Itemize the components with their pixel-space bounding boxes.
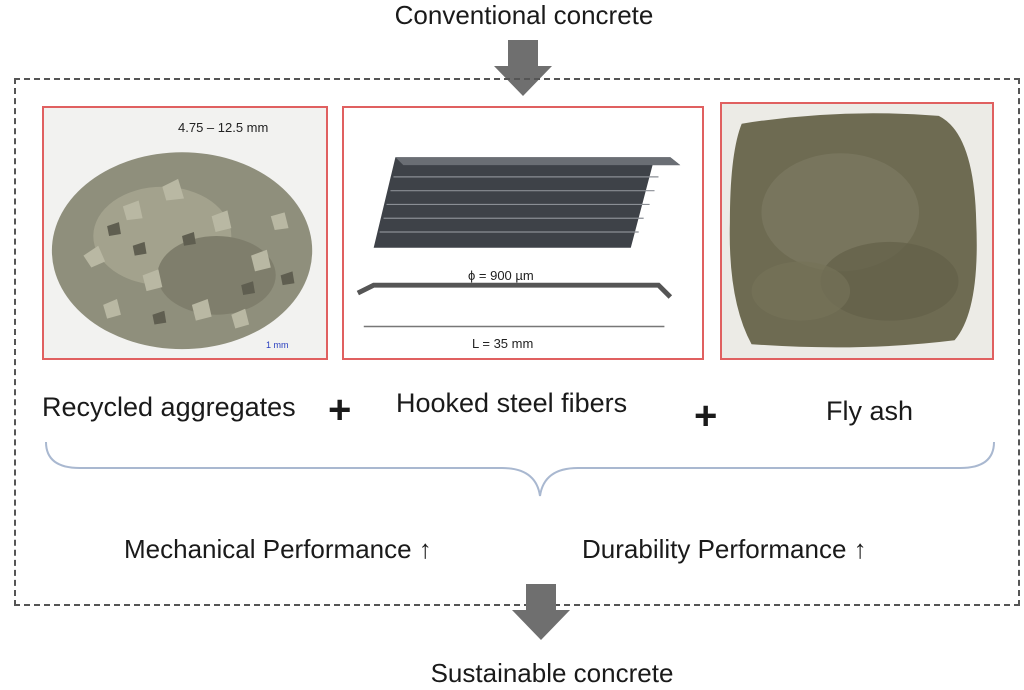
- plus-sign-1: +: [328, 388, 352, 432]
- grouping-brace: [45, 441, 995, 497]
- plus-sign-2: +: [694, 394, 718, 438]
- fly-ash-photo: [720, 102, 994, 360]
- label-fly-ash: Fly ash: [826, 396, 914, 426]
- fiber-length-caption: L = 35 mm: [472, 336, 534, 351]
- fiber-diameter-caption: ϕ = 900 µm: [468, 268, 534, 283]
- label-hooked-steel-fibers: Hooked steel fibers: [396, 388, 628, 418]
- hooked-steel-fibers-photo: ϕ = 900 µm L = 35 mm: [342, 106, 704, 360]
- top-title: Conventional concrete: [394, 0, 654, 30]
- process-container: [14, 78, 1020, 606]
- down-arrow-icon-top: [494, 40, 552, 96]
- label-recycled-aggregates: Recycled aggregates: [42, 392, 296, 422]
- durability-performance: Durability Performance ↑: [582, 534, 867, 564]
- aggregate-scale-caption: 1 mm: [266, 340, 289, 350]
- recycled-aggregates-photo: 4.75 – 12.5 mm 1 mm: [42, 106, 328, 360]
- mechanical-performance: Mechanical Performance ↑: [124, 534, 432, 564]
- aggregate-size-caption: 4.75 – 12.5 mm: [178, 120, 269, 135]
- bottom-title: Sustainable concrete: [430, 658, 674, 688]
- down-arrow-icon-bottom: [512, 584, 570, 640]
